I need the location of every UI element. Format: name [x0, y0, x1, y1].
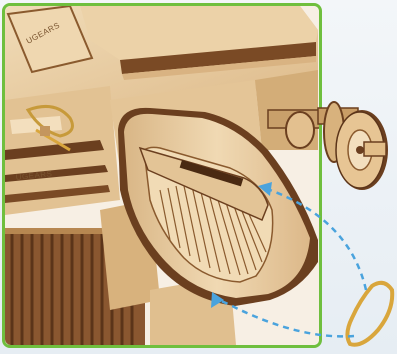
photo-content: UGEARS UGEARS	[5, 6, 320, 345]
rubber-band	[347, 283, 392, 345]
left-layers: UGEARS	[5, 86, 120, 215]
axle-wheel	[318, 102, 388, 190]
